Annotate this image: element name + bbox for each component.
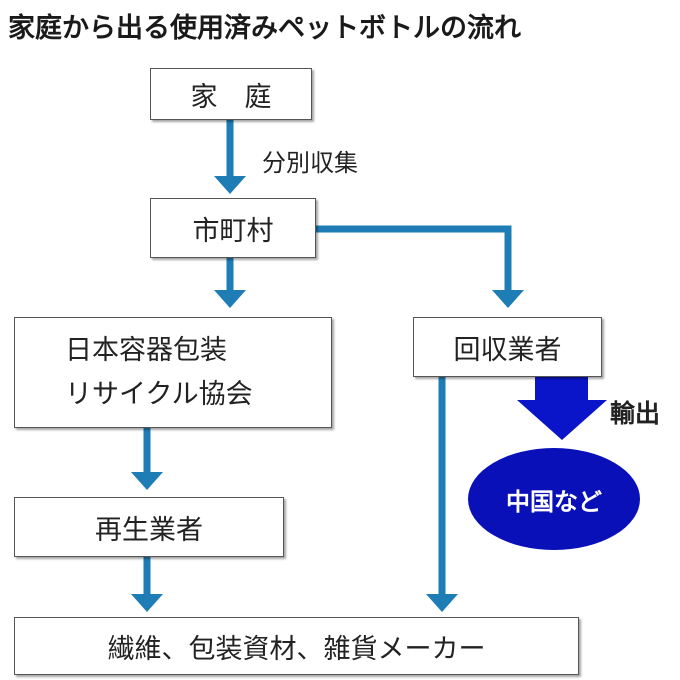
node-makers: 繊維、包装資材、雑貨メーカー — [14, 617, 579, 675]
arrow-municipality-to-collector — [315, 225, 512, 292]
node-jcpra-label-line2: リサイクル協会 — [65, 378, 253, 410]
arrowhead — [214, 290, 246, 308]
node-jcpra: 日本容器包装 リサイクル協会 — [14, 317, 332, 428]
node-collector: 回収業者 — [413, 317, 602, 377]
node-destination: 中国など — [468, 448, 640, 550]
node-recycler-label: 再生業者 — [95, 514, 203, 546]
arrowhead — [426, 594, 458, 612]
arrowhead — [214, 176, 246, 194]
arrowhead — [131, 594, 163, 612]
node-collector-label: 回収業者 — [453, 334, 562, 366]
arrowhead — [131, 472, 163, 490]
node-household-label: 家 庭 — [190, 81, 272, 113]
arrowhead — [492, 290, 524, 308]
node-makers-label: 繊維、包装資材、雑貨メーカー — [107, 633, 486, 665]
node-destination-label: 中国など — [506, 487, 602, 516]
diagram-title: 家庭から出る使用済みペットボトルの流れ — [8, 13, 521, 44]
export-arrow — [517, 377, 607, 440]
node-municipality-label: 市町村 — [192, 215, 274, 247]
node-household: 家 庭 — [150, 68, 312, 120]
node-municipality: 市町村 — [150, 198, 316, 258]
node-recycler: 再生業者 — [14, 497, 284, 557]
node-jcpra-label-line1: 日本容器包装 — [65, 334, 227, 366]
edge-label-export: 輸出 — [610, 399, 661, 428]
edge-label-separate-collection: 分別収集 — [262, 149, 358, 177]
